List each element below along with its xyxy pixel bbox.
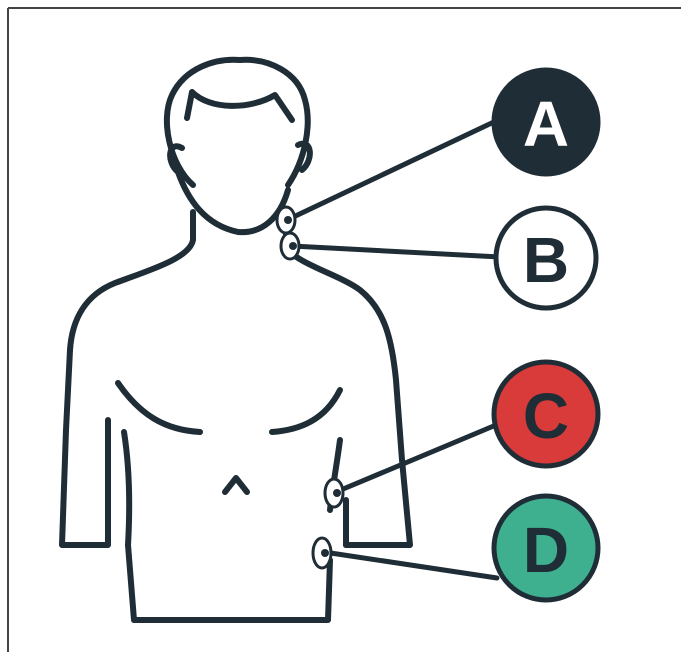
electrode-label-b: B (523, 224, 569, 296)
electrode-pad-b (281, 233, 299, 259)
electrode-circle-b: B (496, 208, 596, 308)
head-outline (167, 60, 310, 185)
lead-wire-b (292, 246, 500, 257)
left-pectoral (118, 383, 200, 432)
lead-wire-c (336, 425, 496, 492)
lead-wire-a (287, 120, 498, 220)
left-torso-side (124, 432, 330, 620)
electrode-label-d: D (523, 514, 569, 586)
electrode-label-a: A (523, 88, 569, 160)
torso-figure (62, 60, 410, 620)
electrode-circle-d: D (494, 496, 598, 600)
electrode-circle-a: A (494, 70, 598, 174)
shoulders-outline (62, 212, 410, 545)
electrode-label-c: C (523, 380, 569, 452)
electrode-pad-c (325, 479, 343, 507)
electrode-pad-d (313, 538, 331, 568)
right-pectoral (272, 390, 340, 432)
electrode-pad-a (277, 207, 295, 233)
electrode-circle-c: C (494, 362, 598, 466)
navel (225, 478, 247, 492)
lead-wire-d (324, 552, 497, 578)
